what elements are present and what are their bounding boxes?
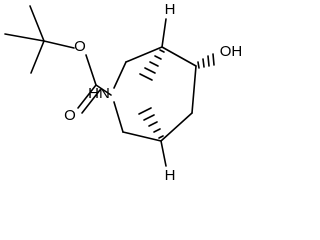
hydroxyl-hashed-bond	[197, 53, 215, 69]
carbonyl-oxygen-label: O	[64, 107, 76, 124]
ring-bond-top-to-choh	[161, 46, 197, 67]
ester-oxygen-label: O	[74, 38, 86, 55]
hydroxyl-label: OH	[220, 43, 243, 60]
tbu-methyl-top-bond	[29, 5, 45, 42]
molecule-structure: O O HN OH H H	[4, 1, 243, 184]
carbonyl-double-bond-a	[77, 84, 97, 109]
bridge-hashed-bond-top	[139, 49, 165, 81]
amine-nitrogen-label: HN	[88, 85, 110, 102]
bicyclic-core	[113, 18, 215, 167]
ring-bond-n-upper	[113, 61, 127, 89]
bridgehead-h-top-label: H	[165, 1, 176, 18]
ring-bond-upper-ch2	[125, 46, 163, 63]
tbu-methyl-bottom-bond	[30, 40, 45, 74]
ring-bond-choh-to-ch2	[191, 65, 197, 114]
ring-bond-lower-ch2	[122, 131, 162, 142]
ring-bond-ch2-to-bottom	[160, 112, 193, 142]
bridgehead-top-h-bond	[161, 18, 167, 48]
boc-carbamate	[77, 54, 112, 114]
bridgehead-h-bottom-label: H	[165, 167, 176, 184]
carbonyl-to-nitrogen-bond	[95, 84, 112, 96]
ring-bond-n-lower	[113, 101, 124, 133]
bridge-hashed-bond-bottom	[138, 107, 164, 139]
bridgehead-bottom-h-bond	[160, 140, 167, 167]
oxygen-to-carbonyl-bond	[85, 54, 97, 86]
tbu-methyl-left-bond	[4, 33, 45, 42]
tbu-to-oxygen-bond	[43, 40, 75, 49]
tert-butyl-group	[4, 5, 75, 74]
carbonyl-double-bond-b	[81, 89, 101, 114]
